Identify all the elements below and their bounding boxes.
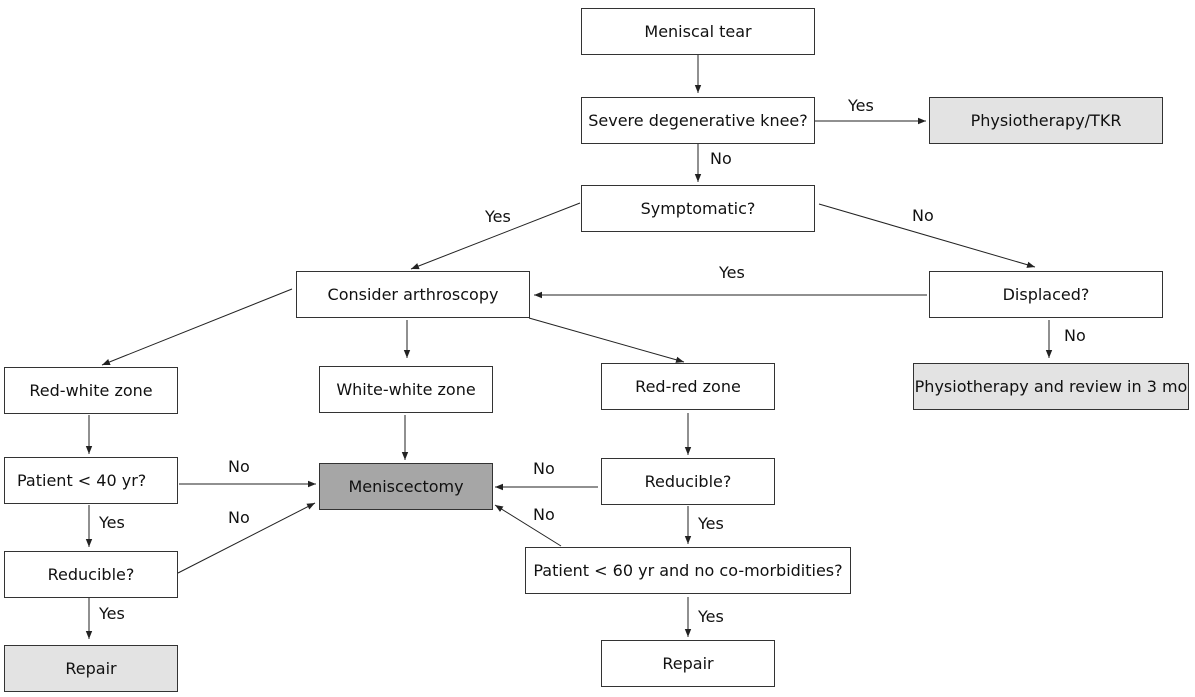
- node-displaced: Displaced?: [929, 271, 1163, 318]
- label-under60-no: No: [533, 505, 555, 524]
- label-symptomatic-no: No: [912, 206, 934, 225]
- node-symptomatic: Symptomatic?: [581, 185, 815, 232]
- label-under40-yes: Yes: [99, 513, 125, 532]
- label-reducible-left-no: No: [228, 508, 250, 527]
- node-repair-right: Repair: [601, 640, 775, 687]
- node-meniscectomy: Meniscectomy: [319, 463, 493, 510]
- edge-symptomatic-to-arthroscopy: [410, 202, 581, 270]
- label-severe-no: No: [710, 149, 732, 168]
- edge-reducible-left-to-meniscectomy: [177, 502, 316, 574]
- edge-under60-to-meniscectomy: [494, 504, 562, 547]
- node-patient-under-60: Patient < 60 yr and no co-morbidities?: [525, 547, 851, 594]
- node-consider-arthroscopy: Consider arthroscopy: [296, 271, 530, 318]
- label-under40-no: No: [228, 457, 250, 476]
- node-patient-under-40: Patient < 40 yr?: [4, 457, 178, 504]
- label-severe-yes: Yes: [848, 96, 874, 115]
- node-red-white-zone: Red-white zone: [4, 367, 178, 414]
- edge-arthroscopy-to-red-red: [528, 317, 685, 363]
- label-under60-yes: Yes: [698, 607, 724, 626]
- edge-arthroscopy-to-red-white: [101, 288, 293, 366]
- label-displaced-yes: Yes: [719, 263, 745, 282]
- label-reducible-right-yes: Yes: [698, 514, 724, 533]
- node-white-white-zone: White-white zone: [319, 366, 493, 413]
- node-physiotherapy-tkr: Physiotherapy/TKR: [929, 97, 1163, 144]
- node-red-red-zone: Red-red zone: [601, 363, 775, 410]
- label-symptomatic-yes: Yes: [485, 207, 511, 226]
- node-reducible-right: Reducible?: [601, 458, 775, 505]
- node-severe-degenerative-knee: Severe degenerative knee?: [581, 97, 815, 144]
- node-physiotherapy-review: Physiotherapy and review in 3 mo: [913, 363, 1189, 410]
- label-reducible-right-no: No: [533, 459, 555, 478]
- label-displaced-no: No: [1064, 326, 1086, 345]
- node-meniscal-tear: Meniscal tear: [581, 8, 815, 55]
- edge-symptomatic-to-displaced: [818, 203, 1036, 268]
- node-reducible-left: Reducible?: [4, 551, 178, 598]
- label-reducible-left-yes: Yes: [99, 604, 125, 623]
- node-repair-left: Repair: [4, 645, 178, 692]
